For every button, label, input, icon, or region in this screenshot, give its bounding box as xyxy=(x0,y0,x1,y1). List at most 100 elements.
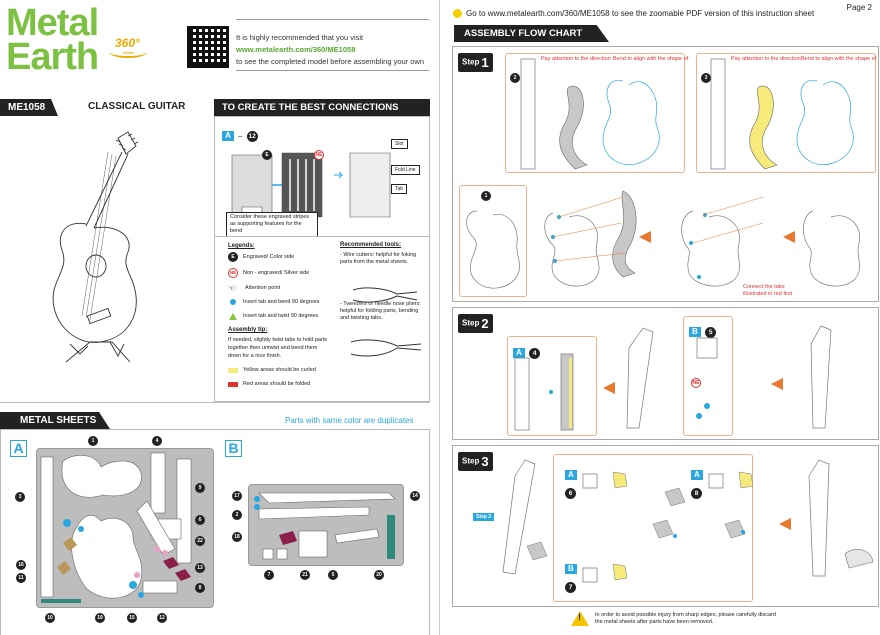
assembly-tip-title: Assembly tip: xyxy=(228,327,268,333)
step-3-ref-b7: B 7 xyxy=(565,558,577,594)
part-marker: 17 xyxy=(232,491,242,501)
step-3-ref-a6: A 6 xyxy=(565,464,577,500)
part-marker: 9 xyxy=(195,483,205,493)
qr-url-link[interactable]: www.metalearth.com/360/ME1058 xyxy=(236,45,356,54)
lightbulb-icon xyxy=(453,9,462,18)
step-1-sub-panel-3 xyxy=(459,185,527,297)
part-number-marker: 4 xyxy=(529,348,541,359)
part-marker: 19 xyxy=(95,613,105,623)
part-marker: 3 xyxy=(701,73,711,83)
yellow-swatch xyxy=(228,367,238,373)
warning-icon: ! xyxy=(571,611,589,626)
step-word: Step xyxy=(462,456,480,466)
360-views-badge: 360° views xyxy=(109,36,147,58)
part-marker: 7 xyxy=(264,570,274,580)
blue-dot-icon xyxy=(230,299,236,305)
guitar-illustration xyxy=(0,116,213,402)
tools-section: Recommended tools: - Wire cutters: helpf… xyxy=(340,242,425,357)
step-2-ref-b: B 5 xyxy=(689,321,717,339)
part-marker: 13 xyxy=(195,563,205,573)
legend-text: Engraved/ Color side xyxy=(243,254,295,260)
step-number: 3 xyxy=(481,454,489,469)
part-marker: 18 xyxy=(232,532,242,542)
part-marker: 1 xyxy=(88,436,98,446)
step-number: 2 xyxy=(481,316,489,331)
legend-section: Legends: E Engraved/ Color side NE Non -… xyxy=(228,242,328,394)
guitar-drawing-icon xyxy=(52,131,139,363)
divider xyxy=(214,236,430,237)
legend-text: Red areas should be folded xyxy=(243,381,311,387)
divider xyxy=(236,19,429,20)
engraved-badge: E xyxy=(262,150,272,160)
legend-text: Non - engraved/ Silver side xyxy=(243,270,310,276)
pointing-hand-icon: ☜ xyxy=(228,283,237,293)
model-code-band: ME1058 xyxy=(0,99,58,116)
metal-sheets-panel xyxy=(0,429,430,635)
shape-note: Bend to align with the shape of xyxy=(801,56,877,62)
qr-line-1: It is highly recommended that you visit xyxy=(236,33,364,42)
instruction-page-1: Metal Earth 360° views It is highly reco… xyxy=(0,0,440,635)
part-marker: 3 xyxy=(15,492,25,502)
connection-diagram xyxy=(231,152,391,218)
step-1-sub-panel-2 xyxy=(696,53,876,173)
legend-item: E Engraved/ Color side xyxy=(228,252,328,262)
part-marker: 21 xyxy=(300,570,310,580)
part-number-marker: 8 xyxy=(691,488,702,499)
logo-line-2: Earth xyxy=(6,36,99,78)
connect-tabs-note: Connect the tabs illustrated in red firs… xyxy=(743,284,793,297)
part-number-marker: 12 xyxy=(246,131,258,142)
slot-label: Slot xyxy=(391,139,408,149)
sheet-ref-tag: B xyxy=(565,564,577,574)
qr-code-icon[interactable] xyxy=(187,26,229,68)
legend-text: Insert tab and twist 90 degrees xyxy=(243,313,319,319)
step-number: 1 xyxy=(481,55,489,70)
part-number-marker: 5 xyxy=(705,327,717,338)
step-2-diagram xyxy=(514,325,832,431)
step-2-sub-panel-2 xyxy=(683,316,733,436)
legend-text: Attention point xyxy=(245,285,281,291)
part-marker: 8 xyxy=(195,583,205,593)
step-1-diagram xyxy=(466,58,861,289)
qr-note: It is highly recommended that you visit … xyxy=(236,32,424,68)
warning-text: In order to avoid possible injury from s… xyxy=(595,611,776,625)
part-marker: 20 xyxy=(374,570,384,580)
green-triangle-icon xyxy=(229,312,237,320)
stripes-note: Consider these engraved stripes as suppo… xyxy=(226,212,318,237)
non-engraved-badge: NE xyxy=(691,378,701,388)
tool-pliers: - Tweezers or needle nose pliers: helpfu… xyxy=(340,301,421,321)
part-number-marker: 7 xyxy=(565,582,576,593)
shape-note: Bend to align with the shape of xyxy=(613,56,689,62)
sheet-ref-tag: B xyxy=(689,327,701,337)
direction-note: Pay attention to the direction xyxy=(731,56,801,62)
step-3-diagram xyxy=(502,459,874,583)
direction-note: Pay attention to the direction xyxy=(541,56,611,62)
legend-item: Yellow areas should be curled xyxy=(228,366,328,374)
part-marker: 5 xyxy=(328,570,338,580)
non-engraved-badge: NE xyxy=(314,150,324,160)
legend-item: Insert tab and bend 90 degrees xyxy=(228,298,328,306)
part-marker: 2 xyxy=(232,510,242,520)
divider xyxy=(236,70,429,71)
badge-arc-icon xyxy=(109,46,147,58)
legend-item: NE Non - engraved/ Silver side xyxy=(228,268,328,278)
divider xyxy=(0,402,430,403)
step-3-sub-panel xyxy=(553,454,753,602)
qr-line-3: to see the completed model before assemb… xyxy=(236,57,425,66)
model-name: CLASSICAL GUITAR xyxy=(88,101,186,112)
part-marker: 15 xyxy=(127,613,137,623)
sheet-ref-tag: A xyxy=(565,470,577,480)
tab-label: Tab xyxy=(391,184,408,194)
part-marker: 14 xyxy=(410,491,420,501)
legend-title: Legends: xyxy=(228,243,255,249)
metal-earth-logo: Metal Earth xyxy=(6,4,111,78)
legend-text: Yellow areas should be curled xyxy=(243,367,316,373)
non-engraved-icon: NE xyxy=(228,268,238,278)
step-2-ref-tag: Step 2 xyxy=(473,513,495,521)
pdf-note-text[interactable]: Go to www.metalearth.com/360/ME1058 to s… xyxy=(466,9,815,18)
part-marker: 4 xyxy=(152,436,162,446)
